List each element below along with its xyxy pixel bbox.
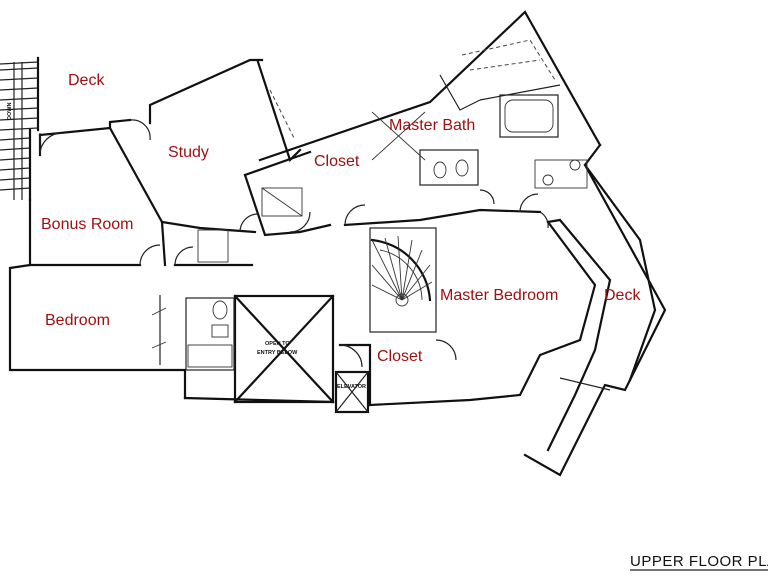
room-label-master-bath: Master Bath <box>389 117 475 134</box>
elevator-label: ELEVATOR <box>337 384 366 390</box>
bedroom-bath-fixtures <box>151 295 235 371</box>
room-label-study: Study <box>168 144 209 161</box>
down-label: DOWN <box>7 103 13 120</box>
room-label-deck-nw: Deck <box>68 72 105 89</box>
master-bath-fixtures <box>371 39 588 189</box>
room-label-bonus-room: Bonus Room <box>41 216 134 233</box>
study-detail <box>197 89 303 263</box>
doors <box>39 119 549 368</box>
open-to-label-2: ENTRY BELOW <box>257 350 298 356</box>
room-label-deck-east: Deck <box>604 287 641 304</box>
room-label-bedroom: Bedroom <box>45 312 110 329</box>
exterior-walls: ELEVATOR <box>8 10 667 477</box>
room-labels: Deck Study Master Bath Closet Bonus Room… <box>41 72 641 365</box>
spiral-stair <box>369 227 437 333</box>
open-to-entry-below: OPEN TO ENTRY BELOW <box>257 341 298 356</box>
room-label-master-bedroom: Master Bedroom <box>440 287 558 304</box>
plan-title-text: UPPER FLOOR PLAN <box>630 553 768 570</box>
room-label-closet-upper: Closet <box>314 153 360 170</box>
open-to-label-1: OPEN TO <box>265 341 290 347</box>
plan-title: UPPER FLOOR PLAN <box>630 553 768 571</box>
deck-stairs: DOWN <box>0 56 40 202</box>
room-label-closet-lower: Closet <box>377 348 423 365</box>
